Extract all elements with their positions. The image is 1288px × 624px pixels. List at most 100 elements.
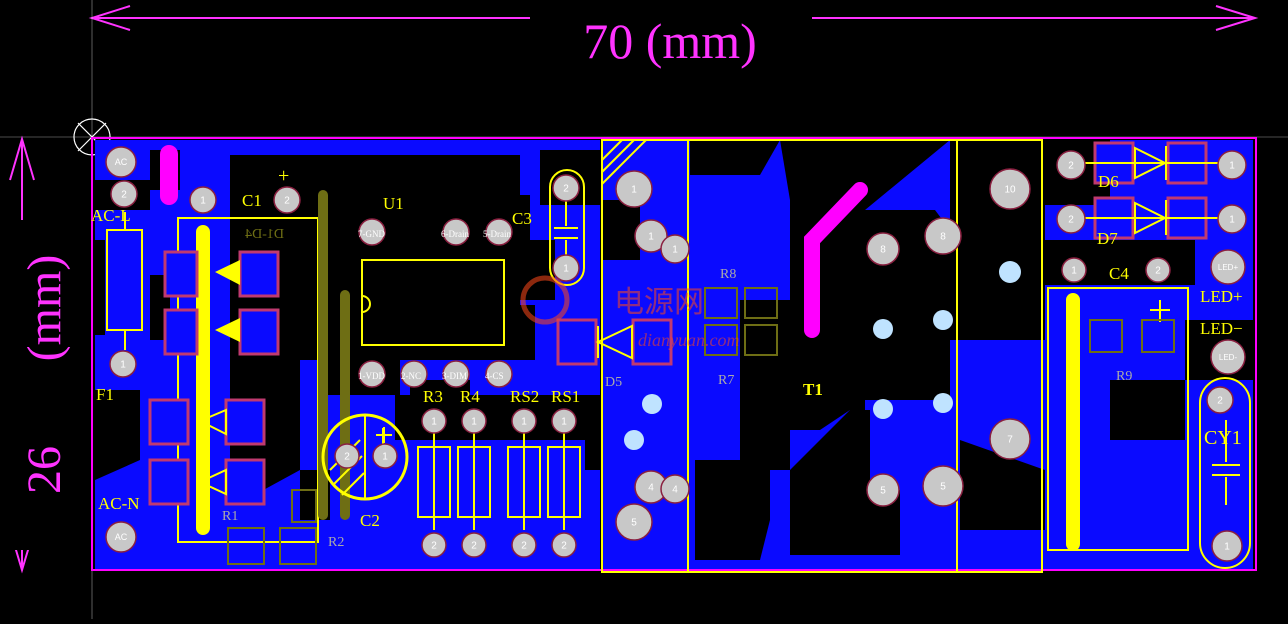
label-t1: T1 bbox=[803, 380, 823, 399]
width-dimension-label: 70 (mm) bbox=[583, 13, 757, 69]
pad-led-minus: LED- bbox=[1210, 339, 1246, 375]
height-dimension-value: 26 bbox=[18, 446, 71, 494]
pad-c1-1-label: 1 bbox=[200, 196, 206, 207]
t1-outline bbox=[601, 139, 1043, 573]
pad-r3-1: 1 bbox=[421, 408, 447, 434]
c3-outline bbox=[549, 169, 585, 286]
pad-ac-top: AC bbox=[105, 146, 137, 178]
pad-d6-1-label: 1 bbox=[1229, 161, 1235, 172]
pad-u1-5 bbox=[485, 218, 513, 246]
pad-t1-4a-label: 4 bbox=[648, 483, 654, 494]
pad-t1-8b-label: 8 bbox=[940, 232, 946, 243]
u1-pin-labels: 7-GND 6-Drain 5-Drain 1-VDD 2-NC 3-DIM 4… bbox=[358, 229, 511, 381]
pad-t1-5a: 5 bbox=[615, 503, 653, 541]
pad-ac-l-2-label: 2 bbox=[121, 190, 127, 201]
cy1-outline bbox=[1199, 377, 1251, 569]
watermark-text: 电源网 bbox=[614, 286, 704, 319]
pad-d7-2-label: 2 bbox=[1068, 215, 1074, 226]
pad-c2-2-label: 2 bbox=[344, 452, 350, 463]
pad-t1-5a-label: 5 bbox=[631, 518, 637, 529]
pad-c1-1: 1 bbox=[189, 186, 217, 214]
pad-ac-bottom: AC bbox=[105, 521, 137, 553]
pad-rs2-2: 2 bbox=[511, 532, 537, 558]
pad-t1-4b-label: 4 bbox=[672, 485, 678, 496]
pad-t1-1a: 1 bbox=[615, 170, 653, 208]
pad-r3-2: 2 bbox=[421, 532, 447, 558]
pad-t1-5b-label: 5 bbox=[880, 486, 886, 497]
pad-t1-1a-label: 1 bbox=[631, 185, 637, 196]
pad-c1-2-label: 2 bbox=[284, 196, 290, 207]
via-6 bbox=[933, 393, 953, 413]
pad-r3-1-label: 1 bbox=[431, 417, 437, 428]
pad-d7-1: 1 bbox=[1217, 204, 1247, 234]
pad-r4-2-label: 2 bbox=[471, 541, 477, 552]
pad-f1-1-label: 1 bbox=[120, 360, 126, 371]
pad-t1-4b: 4 bbox=[660, 474, 690, 504]
label-r1: R1 bbox=[222, 509, 238, 524]
pad-u1-4 bbox=[485, 360, 513, 388]
label-d1d4: D1-D4 bbox=[245, 227, 284, 242]
via-5 bbox=[873, 399, 893, 419]
via-7 bbox=[999, 261, 1021, 283]
label-c1: C1 bbox=[242, 191, 262, 210]
pad-rs1-2: 2 bbox=[551, 532, 577, 558]
label-r2: R2 bbox=[328, 535, 344, 550]
smd-resistors bbox=[227, 287, 1175, 565]
pad-t1-7-label: 7 bbox=[1007, 435, 1013, 446]
pad-u1-3 bbox=[442, 360, 470, 388]
bridge-diodes bbox=[148, 141, 1240, 506]
pad-rs1-2-label: 2 bbox=[561, 541, 567, 552]
pad-d7-1-label: 1 bbox=[1229, 215, 1235, 226]
pad-c3-1-label: 1 bbox=[563, 264, 569, 275]
u1-pin-drain-b: 5-Drain bbox=[483, 229, 511, 239]
watermark-url: dianyuan.com bbox=[638, 330, 739, 350]
pad-t1-10: 10 bbox=[989, 168, 1031, 210]
label-f1: F1 bbox=[96, 385, 114, 404]
pad-u1-1 bbox=[358, 360, 386, 388]
pad-t1-1c: 1 bbox=[660, 234, 690, 264]
label-c1-plus: + bbox=[278, 165, 289, 187]
pad-c4-1-label: 1 bbox=[1071, 266, 1077, 277]
pad-r4-2: 2 bbox=[461, 532, 487, 558]
via-3 bbox=[873, 319, 893, 339]
height-dimension: 26 (mm) bbox=[0, 135, 1288, 574]
pad-cy1-2-label: 2 bbox=[1217, 396, 1223, 407]
label-d6: D6 bbox=[1098, 172, 1119, 191]
pad-c2-2: 2 bbox=[334, 443, 360, 469]
via-4 bbox=[933, 310, 953, 330]
label-r8: R8 bbox=[720, 267, 736, 282]
label-led-plus: LED+ bbox=[1200, 287, 1243, 306]
pad-ac-bottom-label: AC bbox=[115, 532, 128, 542]
label-ac-n: AC-N bbox=[98, 494, 140, 513]
pad-c2-1-label: 1 bbox=[382, 452, 388, 463]
u1-outline bbox=[361, 259, 505, 346]
pad-cy1-2: 2 bbox=[1206, 386, 1234, 414]
label-d5: D5 bbox=[605, 375, 622, 390]
pad-f1-1: 1 bbox=[109, 350, 137, 378]
u1-pin-dim: 3-DIM bbox=[442, 371, 467, 381]
pad-t1-1b: 1 bbox=[634, 219, 668, 253]
u1-pin-drain-a: 6-Drain bbox=[441, 229, 469, 239]
board-outline bbox=[91, 137, 1257, 571]
pad-t1-5c-label: 5 bbox=[940, 482, 946, 493]
u1-pin-nc: 2-NC bbox=[401, 371, 421, 381]
pad-u1-2 bbox=[400, 360, 428, 388]
pad-t1-8a: 8 bbox=[866, 232, 900, 266]
c4-outline bbox=[1047, 287, 1189, 551]
u1-notch bbox=[361, 295, 371, 313]
pad-t1-1c-label: 1 bbox=[672, 245, 678, 256]
pad-c3-2-label: 2 bbox=[563, 184, 569, 195]
pad-c4-1: 1 bbox=[1061, 257, 1087, 283]
pad-t1-5b: 5 bbox=[866, 473, 900, 507]
via-1 bbox=[642, 394, 662, 414]
pad-cy1-1: 1 bbox=[1211, 530, 1243, 562]
label-c4: C4 bbox=[1109, 264, 1129, 283]
u1-pin-cs: 4-CS bbox=[485, 371, 504, 381]
pad-d6-2: 2 bbox=[1056, 150, 1086, 180]
pad-c1-2: 2 bbox=[273, 186, 301, 214]
pad-t1-1b-label: 1 bbox=[648, 232, 654, 243]
label-cy1: CY1 bbox=[1204, 427, 1242, 449]
